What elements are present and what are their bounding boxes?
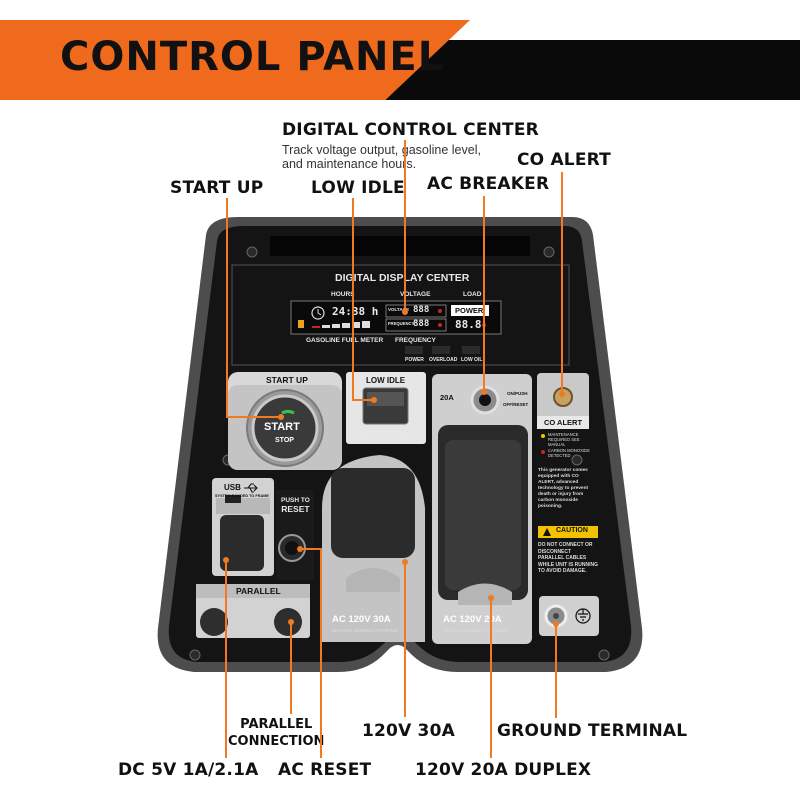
breaker-off-label: OFF/RESET (503, 402, 529, 407)
screw-icon (246, 246, 258, 258)
load-label: LOAD (463, 291, 482, 298)
caution-text: DO NOT CONNECT OR DISCONNECT PARALLEL CA… (538, 542, 598, 574)
load-readout: 88.8 (455, 318, 482, 331)
callout-line-ac-reset (320, 548, 322, 758)
start-stop-button[interactable] (251, 394, 319, 462)
callout-start-up: START UP (170, 178, 264, 198)
callout-line-ac-reset-h (300, 548, 321, 550)
callout-low-idle: LOW IDLE (311, 178, 405, 198)
hours-readout: 24:38 h (332, 305, 379, 318)
callout-ac-120v-30a: 120V 30A (362, 721, 455, 741)
voltage-tag: VOLTAGE (388, 307, 410, 312)
co-warning-text: This generator comes equipped with CO AL… (538, 468, 589, 509)
usb-cover[interactable] (220, 515, 264, 571)
usb-icon (244, 483, 258, 493)
ac30-cover[interactable] (331, 468, 415, 558)
indicator-overload-label: OVERLOAD (429, 357, 458, 363)
callout-line-start-up (226, 198, 228, 418)
low-idle-module-label: LOW IDLE (366, 376, 406, 385)
callout-dc-usb: DC 5V 1A/2.1A (118, 760, 259, 780)
callout-line-duplex (490, 598, 492, 758)
low-idle-off-label: OFF (395, 431, 411, 440)
frequency-readout: 888 (413, 319, 430, 329)
callout-digital-control-center-desc: Track voltage output, gasoline level, an… (282, 143, 481, 171)
low-idle-on-label: ON (360, 431, 372, 440)
callout-duplex: 120V 20A DUPLEX (415, 760, 592, 780)
fuel-meter-label: GASOLINE FUEL METER (306, 337, 384, 344)
callout-line-parallel (290, 622, 292, 714)
screw-icon (543, 246, 555, 258)
indicator-low-oil-label: LOW OIL (461, 357, 483, 363)
screw-icon (598, 649, 610, 661)
power-tag: POWER (455, 306, 484, 315)
usb-label: USB (224, 483, 241, 492)
start-text: START (264, 421, 300, 433)
callout-co-alert: CO ALERT (517, 150, 611, 170)
callout-line-start-up-h (226, 416, 281, 418)
caution-badge (538, 526, 598, 538)
ac20-sub-label: NEUTRAL BONDED TO FRAME (443, 628, 509, 633)
callout-line-ac30 (404, 562, 406, 717)
fuel-icon (298, 320, 304, 328)
low-oil-indicator-light (462, 346, 480, 354)
co-alert-light (553, 387, 573, 407)
hours-label: HOURS (331, 291, 355, 298)
frequency-tag: FREQUENCY (388, 321, 415, 326)
callout-line-low-idle (352, 198, 354, 400)
start-up-module-label: START UP (266, 375, 308, 385)
clock-icon (311, 306, 325, 320)
display-title: DIGITAL DISPLAY CENTER (335, 272, 470, 284)
page-title: CONTROL PANEL (60, 34, 445, 80)
voltage-label: VOLTAGE (400, 291, 431, 298)
parallel-module-label: PARALLEL (236, 586, 281, 596)
callout-line-low-idle-h (352, 399, 374, 401)
top-slot (270, 236, 530, 256)
stop-text: STOP (275, 437, 294, 444)
caution-label: CAUTION (556, 527, 588, 534)
parallel-port-left[interactable] (200, 608, 228, 636)
usb-sub-label: SYSTEM BONDED TO FRAME (215, 494, 269, 498)
fuel-bars (312, 321, 370, 328)
callout-ac-reset: AC RESET (278, 760, 372, 780)
push-to-reset-label: PUSH TO RESET (281, 497, 310, 514)
header-banner-accent (0, 20, 470, 100)
callout-digital-control-center: DIGITAL CONTROL CENTER (282, 120, 539, 140)
warning-icon (543, 528, 551, 536)
ac30-sub-label: NEUTRAL BONDED TO FRAME (332, 628, 398, 633)
breaker-on-label: ON/PUSH (507, 391, 528, 396)
screw-icon (571, 454, 583, 466)
co-alert-module-label: CO ALERT (544, 418, 583, 427)
voltage-readout: 888 (413, 305, 430, 315)
breaker-rating: 20A (440, 393, 454, 402)
callout-line-ground (555, 624, 557, 718)
ac20-label: AC 120V 20A (443, 614, 502, 625)
power-indicator-light (405, 346, 423, 354)
frequency-label: FREQUENCY (395, 337, 436, 344)
co-maintenance-text: MAINTENANCE REQUIRED SEE MANUAL (548, 432, 580, 447)
callout-line-digital (404, 140, 406, 312)
callout-line-usb (225, 560, 227, 758)
callout-parallel-connection: PARALLEL CONNECTION (228, 717, 325, 749)
callout-ground-terminal: GROUND TERMINAL (497, 721, 688, 741)
screw-icon (189, 649, 201, 661)
callout-ac-breaker: AC BREAKER (427, 174, 550, 194)
indicator-power-label: POWER (405, 357, 424, 363)
overload-indicator-light (432, 346, 450, 354)
display-region (231, 264, 570, 366)
callout-line-ac-breaker (483, 196, 485, 392)
co-detected-text: CARBON MONOXIDE DETECTED (548, 448, 590, 458)
callout-line-co-alert (561, 172, 563, 394)
ac30-label: AC 120V 30A (332, 614, 391, 625)
